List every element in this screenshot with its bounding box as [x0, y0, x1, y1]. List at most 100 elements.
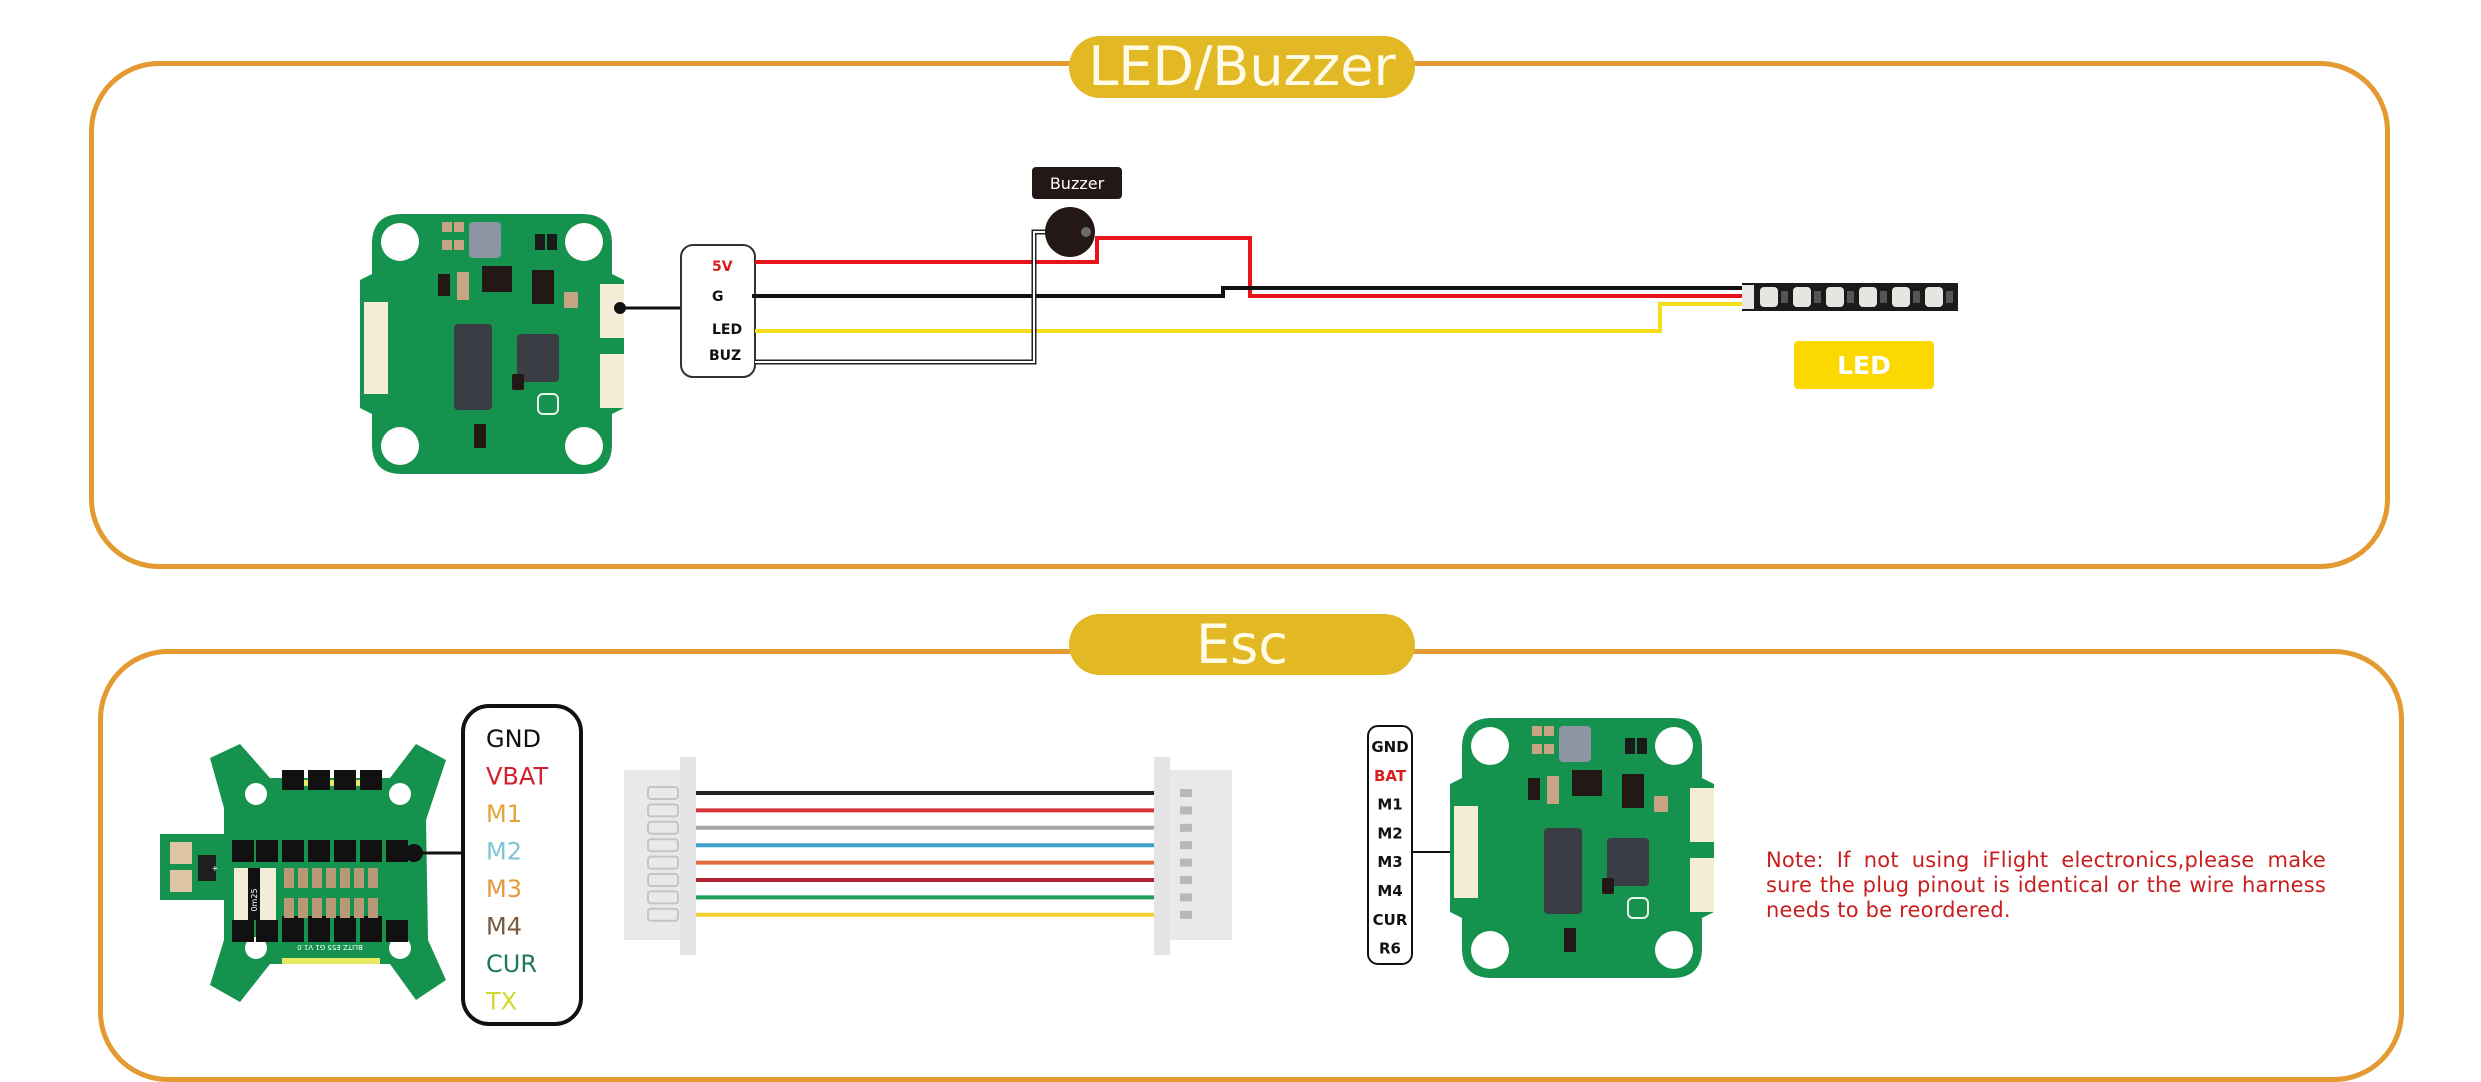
esc-capacitor: [284, 868, 294, 888]
esc-pin-label-m2: M2: [486, 838, 522, 866]
harness-pin-left: [647, 873, 679, 887]
esc-capacitor: [298, 898, 308, 918]
esc-plus: +: [212, 864, 218, 875]
fc-pin-label-bat: BAT: [1374, 767, 1407, 785]
harness-pin-left: [647, 838, 679, 853]
harness-pin-left: [647, 890, 679, 905]
esc-pin-label-vbat: VBAT: [486, 763, 548, 791]
esc-pin-label-m1: M1: [486, 800, 522, 828]
pin-led: LED: [712, 322, 742, 338]
pin-buz: BUZ: [709, 348, 741, 364]
fc-pin-label-gnd: GND: [1371, 738, 1408, 756]
esc-pin-label-cur: CUR: [486, 950, 537, 978]
led-strip: [1742, 283, 1958, 311]
fc-pin-label-m1: M1: [1377, 796, 1402, 814]
harness-pin-right: [1180, 823, 1192, 832]
led-resistor: [1946, 291, 1953, 303]
wire-gnd: [752, 286, 1745, 298]
pin-5v: 5V: [712, 259, 733, 275]
led-badge: [1794, 341, 1934, 389]
esc-pin-label-tx: TX: [485, 988, 517, 1016]
harness-pin-left: [647, 820, 679, 835]
esc-mosfet: [256, 840, 278, 862]
wire-buz: [755, 231, 1050, 363]
led-chip: [1892, 287, 1910, 307]
harness-pin-right: [1180, 910, 1192, 919]
fc-connector-dot: [614, 302, 626, 314]
harness-pin-left: [647, 907, 679, 922]
esc-mosfet: [232, 920, 254, 942]
esc-pin-box: [461, 704, 583, 1026]
esc-capacitor: [312, 868, 322, 888]
harness-pin-right: [1180, 841, 1192, 850]
esc-mosfet: [360, 920, 382, 942]
section-title-led-buzzer: LED/Buzzer: [1069, 36, 1415, 98]
led-chip: [1760, 287, 1778, 307]
harness-pin-right: [1180, 806, 1192, 815]
esc-mosfet: [386, 840, 408, 862]
fc-pin-label-m3: M3: [1377, 853, 1402, 871]
fc-pin-box: [1367, 725, 1413, 965]
led-resistor: [1913, 291, 1920, 303]
section-title-esc: Esc: [1069, 614, 1415, 676]
harness-pin-left: [647, 855, 679, 870]
fc-pin-label-cur: CUR: [1373, 911, 1408, 929]
esc-mosfet: [232, 840, 254, 862]
fc-pin-label-m2: M2: [1377, 824, 1402, 842]
wire-led: [755, 302, 1745, 333]
flight-controller-board-esc: [1449, 717, 1715, 979]
harness-pin-right: [1180, 893, 1192, 902]
buzzer-label-bg: [1032, 167, 1122, 199]
led-chip: [1826, 287, 1844, 307]
buzzer-label: Buzzer: [1050, 174, 1105, 193]
connector-box: [680, 244, 756, 378]
led-chip: [1793, 287, 1811, 307]
compatibility-note: Note: If not using iFlight electronics,p…: [1766, 848, 2326, 922]
esc-mosfet: [386, 920, 408, 942]
harness-pin-right: [1180, 789, 1192, 797]
wire-harness: [624, 757, 1232, 955]
led-resistor: [1847, 291, 1854, 303]
esc-capacitor: [284, 898, 294, 918]
esc-capacitor: [340, 868, 350, 888]
esc-mosfet: [282, 770, 304, 790]
esc-resistor-label: 0m25: [250, 888, 259, 911]
esc-capacitor: [368, 898, 378, 918]
esc-minus: -: [212, 920, 215, 931]
flight-controller-board: [359, 213, 625, 475]
esc-capacitor: [354, 898, 364, 918]
esc-mosfet: [308, 840, 330, 862]
esc-silkscreen: BLITZ E55 G1 V1.0: [297, 943, 363, 951]
esc-mosfet: [308, 920, 330, 942]
esc-capacitor: [326, 868, 336, 888]
esc-mosfet: [282, 840, 304, 862]
fc-pin-label-m4: M4: [1377, 882, 1402, 900]
esc-mosfet: [334, 840, 356, 862]
harness-pin-left: [647, 803, 679, 818]
esc-mosfet: [360, 770, 382, 790]
esc-capacitor: [340, 898, 350, 918]
harness-pin-left: [647, 786, 679, 800]
esc-board: 0m25 BLITZ E55 G1 V1.0 + -: [160, 744, 446, 1002]
esc-mosfet: [334, 920, 356, 942]
esc-pin-label-gnd: GND: [486, 725, 541, 753]
esc-capacitor: [312, 898, 322, 918]
buzzer-icon: [1045, 207, 1095, 257]
led-chip: [1925, 287, 1943, 307]
led-resistor: [1814, 291, 1821, 303]
harness-pin-right: [1180, 858, 1192, 867]
esc-capacitor: [368, 868, 378, 888]
led-resistor: [1880, 291, 1887, 303]
esc-pin-label-m4: M4: [486, 913, 522, 941]
led-chip: [1859, 287, 1877, 307]
esc-connector-dot: [405, 844, 423, 862]
esc-capacitor: [326, 898, 336, 918]
fc-pin-label-r6: R6: [1379, 940, 1401, 958]
esc-pin-label-m3: M3: [486, 875, 522, 903]
esc-mosfet: [308, 770, 330, 790]
harness-pin-right: [1180, 876, 1192, 884]
wire-5v: [755, 236, 1745, 298]
esc-mosfet: [282, 920, 304, 942]
esc-mosfet: [256, 920, 278, 942]
led-resistor: [1781, 291, 1788, 303]
